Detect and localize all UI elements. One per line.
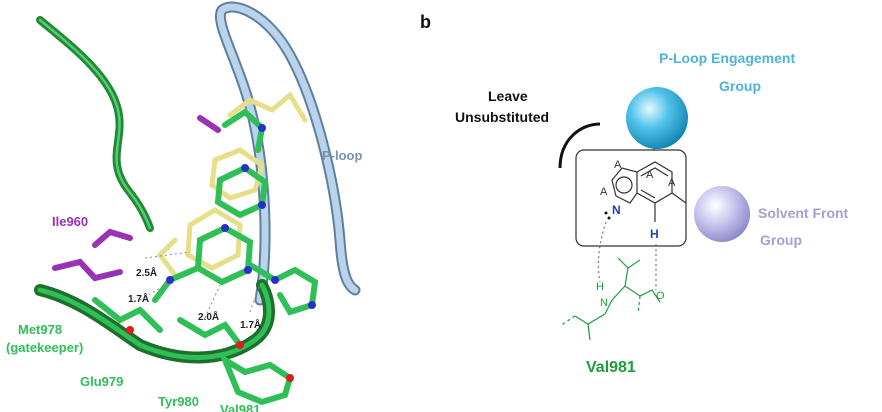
label-tyr980: Tyr980 [158, 394, 199, 409]
ile960-sticks [52, 115, 221, 282]
atom-a3: A [646, 169, 654, 181]
val981-label: Val981 [586, 359, 636, 376]
label-gatekeeper: (gatekeeper) [6, 340, 83, 355]
solvent-group-line2: Group [760, 232, 802, 248]
leave-unsubstituted-line1: Leave [488, 88, 528, 104]
hbond-dash-n [597, 221, 607, 283]
atom-h-val: H [596, 281, 604, 293]
atom-a1: A [614, 159, 622, 171]
label-met978: Met978 [18, 322, 62, 337]
atom-h-core: H [650, 227, 659, 241]
scaffold-box [575, 149, 687, 247]
distance-3: 2.0Å [198, 310, 219, 323]
five-ring-circle [615, 176, 633, 194]
ploop-group-line1: P-Loop Engagement [659, 50, 795, 66]
distance-1: 2.5Å [136, 266, 157, 279]
label-ile960: Ile960 [52, 214, 88, 229]
solvent-group-line1: Solvent Front [758, 205, 849, 221]
bicyclic-core [611, 161, 687, 222]
ploop-group-line2: Group [719, 78, 761, 94]
hinge-arc [558, 122, 601, 169]
ploop-engagement-ball [626, 87, 688, 149]
solvent-front-ball [694, 186, 750, 242]
hbond-dashes [139, 251, 261, 319]
leave-unsubstituted-line2: Unsubstituted [455, 109, 549, 125]
green-ligand [152, 108, 319, 316]
label-ploop: P-loop [322, 148, 362, 163]
panel-b-schematic: b Leave Unsubstituted P-Loop Engagement … [420, 12, 849, 376]
atom-a2: A [600, 186, 608, 198]
yellow-ligand [156, 91, 308, 278]
label-val981-a: Val981 [220, 402, 261, 412]
oxygen-atoms [126, 326, 294, 382]
distance-4: 1.7Å [240, 318, 261, 331]
distance-2: 1.7Å [128, 292, 149, 305]
atom-a4: A [668, 177, 676, 189]
nitrogen-atoms [166, 124, 316, 309]
panel-b-label: b [420, 12, 431, 32]
atom-n-val: N [600, 297, 608, 309]
panel-a-structure: Ile960 Met978 (gatekeeper) Glu979 Tyr980… [6, 1, 362, 412]
atom-n: N [612, 203, 621, 217]
atom-o-val: O [656, 290, 665, 302]
label-glu979: Glu979 [80, 374, 123, 389]
val981-backbone [559, 257, 661, 341]
residue-sticks [92, 297, 294, 406]
